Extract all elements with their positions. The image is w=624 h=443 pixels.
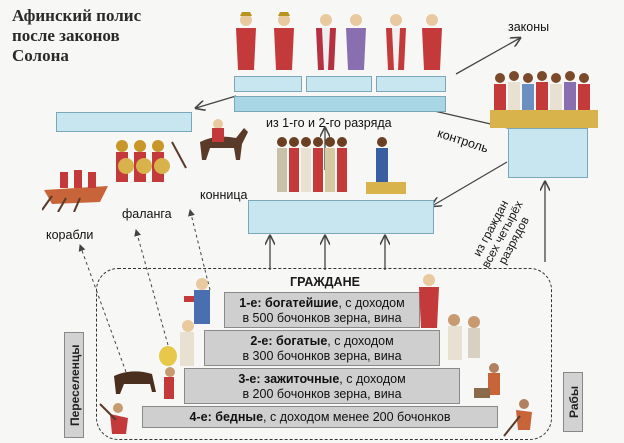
archon-figure-6 — [422, 14, 442, 70]
council-figures — [277, 137, 406, 194]
noble-figure — [419, 274, 439, 328]
slave-woman-figure — [448, 314, 480, 360]
side-label-immigrants: Переселенцы — [64, 332, 84, 438]
digging-slave-figure — [503, 399, 532, 437]
tier-3: 3-е: зажиточные, с доходом в 200 бочонко… — [184, 368, 460, 404]
arrow-to-strategy-box — [196, 95, 237, 108]
tier-3-income: в 200 бочонков зерна, вина — [242, 387, 402, 401]
archon-box-1 — [234, 76, 302, 92]
archon-figure-3 — [316, 14, 336, 70]
tier-1-rank: 1-е: богатейшие — [239, 296, 339, 310]
citizens-header: ГРАЖДАНЕ — [286, 275, 364, 289]
pointer-to-cavalry — [188, 209, 211, 291]
pointer-to-ships — [78, 244, 127, 373]
label-phalanx: фаланга — [122, 207, 172, 221]
tier-1-income: в 500 бочонков зерна, вина — [242, 311, 402, 325]
archon-box-3 — [376, 76, 446, 92]
tier-4: 4-е: бедные, с доходом менее 200 бочонко… — [142, 406, 498, 428]
tier-2-rest: , с доходом — [327, 334, 394, 348]
assembly-figures — [490, 71, 598, 128]
ships-figure — [42, 170, 108, 212]
tier-2-rank: 2-е: богатые — [250, 334, 328, 348]
label-ships: корабли — [46, 228, 94, 242]
archons-figures — [236, 12, 442, 70]
tier-1: 1-е: богатейшие, с доходом в 500 бочонко… — [224, 292, 420, 328]
ploughman-figure — [114, 367, 175, 399]
citizens-region — [96, 268, 552, 440]
archon-figure-1 — [236, 12, 256, 70]
tier-3-rest: , с доходом — [339, 372, 406, 386]
phalanx-figure — [116, 140, 187, 182]
merchant-figure — [159, 320, 194, 366]
tier-2: 2-е: богатые, с доходом в 300 бочонков з… — [204, 330, 440, 366]
label-cavalry: конница — [200, 188, 248, 202]
cavalry-figure — [200, 119, 248, 160]
title-line-2: после законов — [12, 26, 120, 45]
archon-box-2 — [306, 76, 372, 92]
archon-figure-2 — [274, 12, 294, 70]
arrow-to-laws — [455, 38, 520, 75]
arrow-assembly-to-council — [432, 161, 508, 206]
worker-slave-figure — [474, 363, 500, 398]
tier-4-rest: , с доходом менее 200 бочонков — [263, 410, 451, 424]
label-laws: законы — [508, 20, 550, 34]
tier-2-income: в 300 бочонков зерна, вина — [242, 349, 402, 363]
title-line-3: Солона — [12, 46, 69, 65]
assembly-box — [508, 128, 588, 178]
archons-base-box — [234, 96, 446, 112]
diagram-title: Афинский полис после законов Солона — [12, 6, 232, 66]
label-ranks-1-2: из 1-го и 2-го разряда — [266, 116, 392, 130]
archon-figure-4 — [346, 14, 366, 70]
tier-1-rest: , с доходом — [338, 296, 405, 310]
archon-figure-5 — [386, 14, 406, 70]
pointer-to-phalanx — [134, 229, 169, 346]
tier-3-rank: 3-е: зажиточные — [238, 372, 340, 386]
title-line-1: Афинский полис — [12, 6, 142, 25]
immigrant-worker-figure — [99, 403, 128, 434]
strategists-box — [56, 112, 192, 132]
tier-4-rank: 4-е: бедные — [189, 410, 264, 424]
rich-citizen-figure — [184, 278, 210, 324]
council-box — [248, 200, 434, 234]
side-label-slaves: Рабы — [563, 372, 583, 432]
